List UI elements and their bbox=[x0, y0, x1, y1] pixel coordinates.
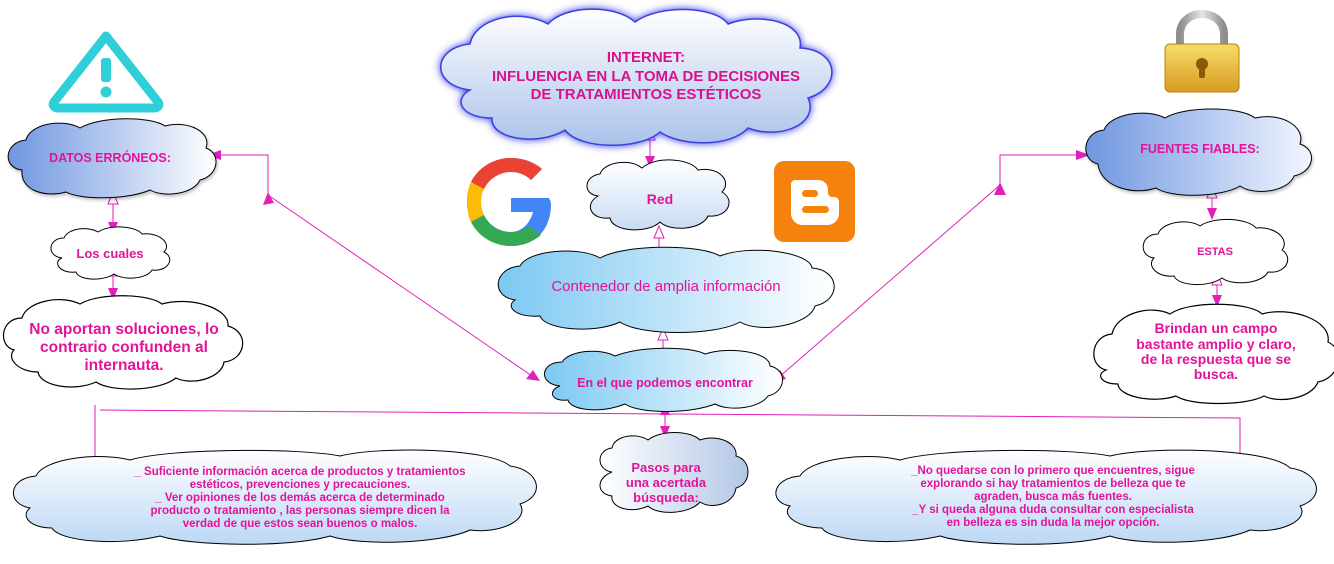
bottom-left-cloud: _ Suficiente información acerca de produ… bbox=[12, 449, 537, 545]
bottom-left-line-5: verdad de que estos sean buenos o malos. bbox=[183, 518, 418, 530]
no-aportan-line-2: contrario confunden al bbox=[40, 339, 208, 356]
arrow-fuentes-diagonal bbox=[777, 184, 1001, 379]
warning-icon bbox=[48, 31, 164, 113]
bottom-right-line-3: agraden, busca más fuentes. bbox=[974, 491, 1132, 503]
red-cloud: Red bbox=[586, 159, 730, 231]
bottom-right-line-2: explorando si hay tratamientos de bellez… bbox=[920, 478, 1185, 490]
bottom-right-line-1: _No quedarse con lo primero que encuentr… bbox=[910, 465, 1195, 477]
contenedor-cloud: Contenedor de amplia información bbox=[497, 246, 835, 333]
encontrar-label: En el que podemos encontrar bbox=[577, 376, 753, 390]
bottom-right-cloud: _No quedarse con lo primero que encuentr… bbox=[775, 449, 1317, 545]
bottom-right-line-4: _Y si queda alguna duda consultar con es… bbox=[911, 504, 1194, 516]
estas-cloud: ESTAS bbox=[1142, 218, 1289, 285]
los-cuales-label: Los cuales bbox=[76, 246, 143, 261]
red-label: Red bbox=[647, 191, 673, 207]
contenedor-label: Contenedor de amplia información bbox=[551, 278, 780, 295]
datos-erroneos-label: DATOS ERRÓNEOS: bbox=[49, 150, 171, 165]
brindan-line-1: Brindan un campo bbox=[1155, 320, 1278, 336]
bottom-left-line-3: _ Ver opiniones de los demás acerca de d… bbox=[154, 492, 445, 504]
fuentes-fiables-label: FUENTES FIABLES: bbox=[1140, 142, 1259, 156]
lock-icon bbox=[1164, 9, 1240, 93]
arrow-datos-diagonal bbox=[267, 194, 536, 379]
title-cloud: INTERNET: INFLUENCIA EN LA TOMA DE DECIS… bbox=[440, 8, 833, 146]
google-logo-icon bbox=[467, 158, 551, 246]
brindan-cloud: Brindan un campo bastante amplio y claro… bbox=[1093, 303, 1334, 405]
brindan-line-4: busca. bbox=[1194, 366, 1238, 382]
no-aportan-line-1: No aportan soluciones, lo bbox=[29, 321, 218, 338]
arrow-fuentes-to-encontrar bbox=[999, 154, 1088, 185]
pasos-line-3: búsqueda: bbox=[633, 490, 699, 505]
blogger-logo-icon bbox=[774, 161, 855, 242]
bottom-left-text: _ Suficiente información acerca de produ… bbox=[133, 466, 465, 530]
bottom-left-line-2: estéticos, prevenciones y precauciones. bbox=[190, 479, 411, 491]
bottom-right-line-5: en belleza es sin duda la mejor opción. bbox=[947, 517, 1160, 529]
title-line-2: INFLUENCIA EN LA TOMA DE DECISIONES bbox=[492, 68, 800, 85]
pasos-cloud: Pasos para una acertada búsqueda: bbox=[599, 432, 749, 513]
datos-erroneos-cloud: DATOS ERRÓNEOS: bbox=[7, 118, 217, 199]
bottom-left-line-4: producto o tratamiento , las personas si… bbox=[150, 505, 450, 517]
bottom-left-line-1: _ Suficiente información acerca de produ… bbox=[133, 466, 465, 478]
no-aportan-line-3: internauta. bbox=[84, 357, 163, 374]
los-cuales-cloud: Los cuales bbox=[50, 226, 171, 280]
brindan-line-2: bastante amplio y claro, bbox=[1136, 336, 1296, 352]
estas-label: ESTAS bbox=[1197, 246, 1233, 258]
bottom-right-text: _No quedarse con lo primero que encuentr… bbox=[910, 465, 1195, 529]
fuentes-fiables-cloud: FUENTES FIABLES: bbox=[1085, 108, 1312, 196]
encontrar-cloud: En el que podemos encontrar bbox=[544, 347, 783, 412]
brindan-line-3: de la respuesta que se bbox=[1141, 351, 1291, 367]
pasos-line-1: Pasos para bbox=[631, 460, 701, 475]
title-line-1: INTERNET: bbox=[607, 49, 685, 66]
title-line-3: DE TRATAMIENTOS ESTÉTICOS bbox=[531, 86, 762, 103]
pasos-line-2: una acertada bbox=[626, 475, 707, 490]
arrow-datos-to-encontrar bbox=[215, 154, 269, 195]
no-aportan-cloud: No aportan soluciones, lo contrario conf… bbox=[2, 295, 244, 390]
